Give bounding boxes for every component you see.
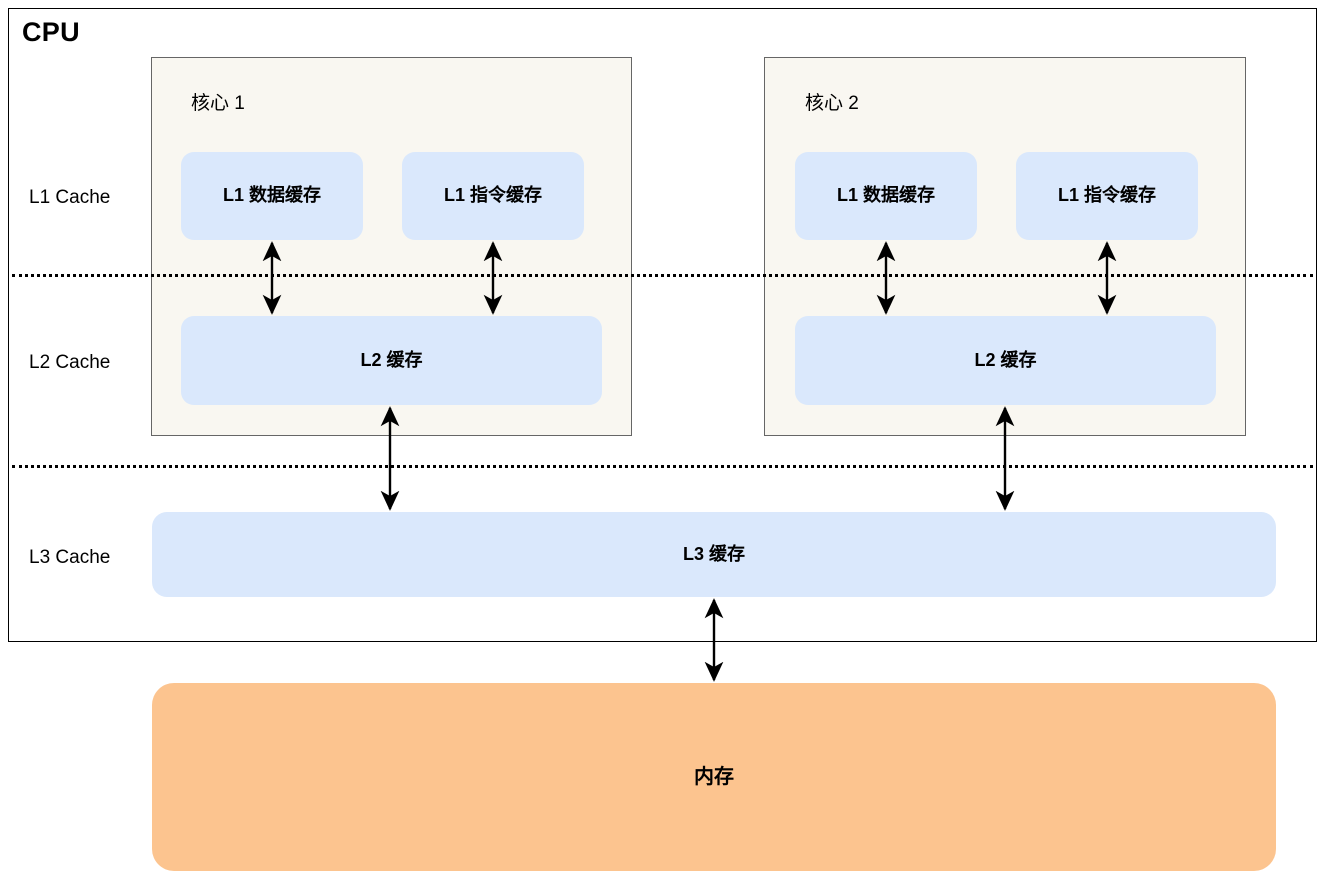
core-2-l1-data-cache-label: L1 数据缓存 — [836, 185, 935, 206]
tier-label-l2: L2 Cache — [29, 352, 111, 373]
core-2-l2-cache-label: L2 缓存 — [974, 349, 1037, 370]
core-1-l1-instruction-cache-label: L1 指令缓存 — [443, 185, 542, 206]
core-2-title: 核心 2 — [805, 93, 859, 114]
divider-l2-l3 — [12, 465, 1313, 468]
core-1-title: 核心 1 — [191, 93, 245, 114]
core-1-l1-data-cache-label: L1 数据缓存 — [222, 185, 321, 206]
main-memory[interactable]: 内存 — [152, 683, 1276, 871]
core-1-l2-cache[interactable]: L2 缓存 — [181, 316, 602, 405]
core-2-l1-instruction-cache[interactable]: L1 指令缓存 — [1016, 152, 1198, 240]
core-2-l1-data-cache[interactable]: L1 数据缓存 — [795, 152, 977, 240]
core-2-l2-cache[interactable]: L2 缓存 — [795, 316, 1216, 405]
tier-label-l3: L3 Cache — [29, 547, 111, 568]
cpu-title: CPU — [22, 17, 80, 47]
core-2-l1-instruction-cache-label: L1 指令缓存 — [1057, 185, 1156, 206]
l3-cache[interactable]: L3 缓存 — [152, 512, 1276, 597]
divider-l1-l2 — [12, 274, 1313, 277]
tier-label-l1: L1 Cache — [29, 187, 111, 208]
core-1-l1-instruction-cache[interactable]: L1 指令缓存 — [402, 152, 584, 240]
l3-cache-label: L3 缓存 — [682, 543, 745, 564]
core-1-l1-data-cache[interactable]: L1 数据缓存 — [181, 152, 363, 240]
core-1-l2-cache-label: L2 缓存 — [360, 349, 423, 370]
main-memory-label: 内存 — [694, 766, 734, 788]
